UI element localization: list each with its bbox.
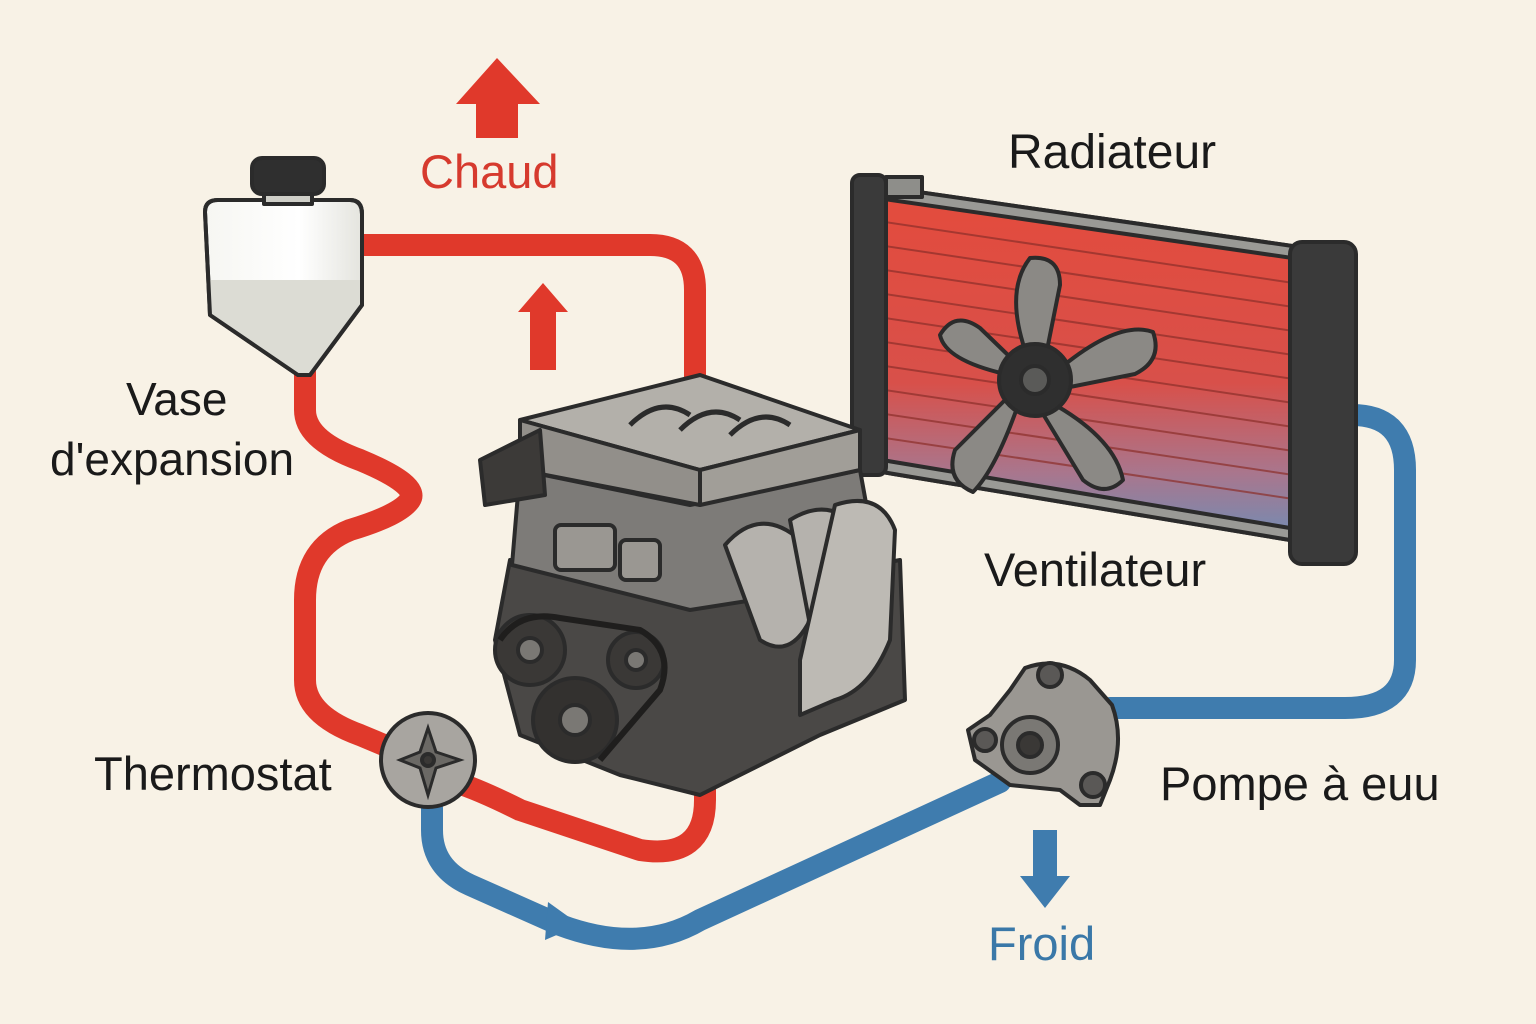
hot-arrow-large xyxy=(456,58,540,138)
expansion-tank-icon xyxy=(203,156,364,377)
hot-pipe-bottom xyxy=(444,749,716,863)
hot-pipe-top xyxy=(351,234,706,401)
thermostat-icon xyxy=(379,711,477,809)
expansion-tank-label-line2: d'expansion xyxy=(50,433,295,485)
cold-flow-arrow xyxy=(545,902,580,940)
cold-pipe-radiator-return xyxy=(1099,404,1416,719)
hot-pipes xyxy=(294,234,716,863)
radiator-label: Radiateur xyxy=(1008,126,1217,179)
thermostat-label: Thermostat xyxy=(94,747,332,800)
engine-icon xyxy=(478,373,907,797)
hot-pipe-left xyxy=(294,359,431,771)
expansion-tank-label-line1: Vase xyxy=(126,373,228,425)
hot-arrow-small xyxy=(518,283,568,370)
cold-arrow xyxy=(1020,830,1070,908)
water-pump-icon xyxy=(966,661,1121,807)
water-pump-label: Pompe à euu xyxy=(1160,757,1440,810)
hot-label: Chaud xyxy=(420,145,559,198)
cold-label: Froid xyxy=(988,917,1096,970)
fan-label: Ventilateur xyxy=(984,543,1207,596)
fan-icon xyxy=(938,255,1158,494)
